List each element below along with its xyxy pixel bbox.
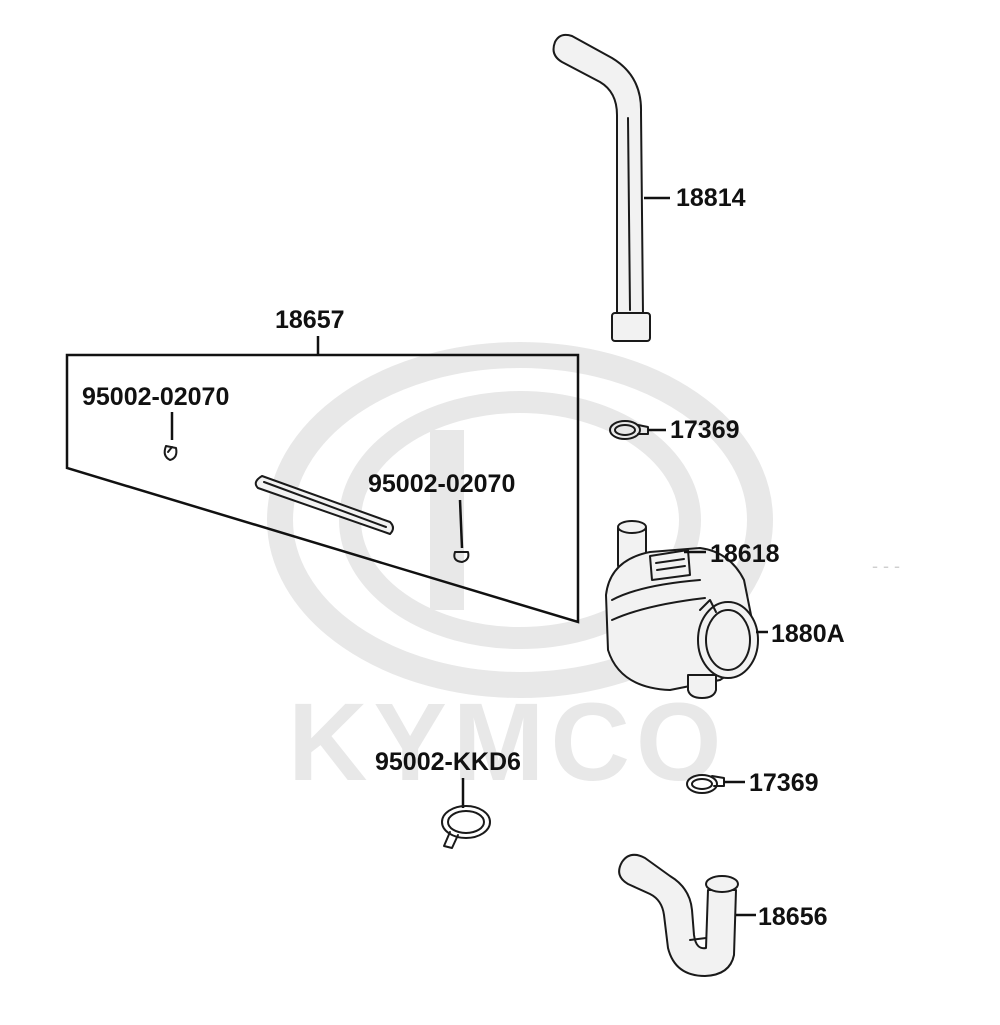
- watermark-dots: - - -: [872, 556, 900, 576]
- label-18814[interactable]: 18814: [676, 184, 746, 212]
- label-95002-KKD6[interactable]: 95002-KKD6: [375, 748, 521, 776]
- hose-clip-small-icon: [163, 445, 178, 461]
- label-18618[interactable]: 18618: [710, 540, 780, 568]
- filter-cap: [697, 601, 759, 679]
- label-18656[interactable]: 18656: [758, 903, 828, 931]
- part-18656-u-hose[interactable]: [618, 853, 739, 977]
- part-18618-filter-assembly[interactable]: [605, 520, 759, 699]
- u-hose-body: [618, 853, 737, 977]
- kymco-watermark: KYMCO - - -: [267, 342, 900, 804]
- label-17369-a[interactable]: 17369: [670, 416, 740, 444]
- label-95002-02070-a[interactable]: 95002-02070: [82, 383, 229, 411]
- hose-18814-sleeve: [611, 312, 651, 342]
- kit-18657-outline: [65, 353, 580, 624]
- hose-clip-small-b-icon: [453, 551, 470, 563]
- label-17369-b[interactable]: 17369: [749, 769, 819, 797]
- leader-95002-02070-b: [458, 499, 464, 549]
- label-95002-02070-b[interactable]: 95002-02070: [368, 470, 515, 498]
- u-hose-open-end: [705, 875, 739, 893]
- filter-bottom-nozzle: [687, 674, 717, 699]
- hose-18814-shade: [627, 117, 631, 311]
- filter-label-plate: [649, 549, 691, 581]
- label-1880A[interactable]: 1880A: [771, 620, 845, 648]
- label-18657[interactable]: 18657: [275, 306, 345, 334]
- part-18814-hose[interactable]: [552, 33, 651, 342]
- kit-tube-rod: [254, 475, 394, 535]
- part-95002-KKD6-band-clamp[interactable]: [441, 805, 491, 849]
- watermark-brand-text: KYMCO: [288, 681, 727, 804]
